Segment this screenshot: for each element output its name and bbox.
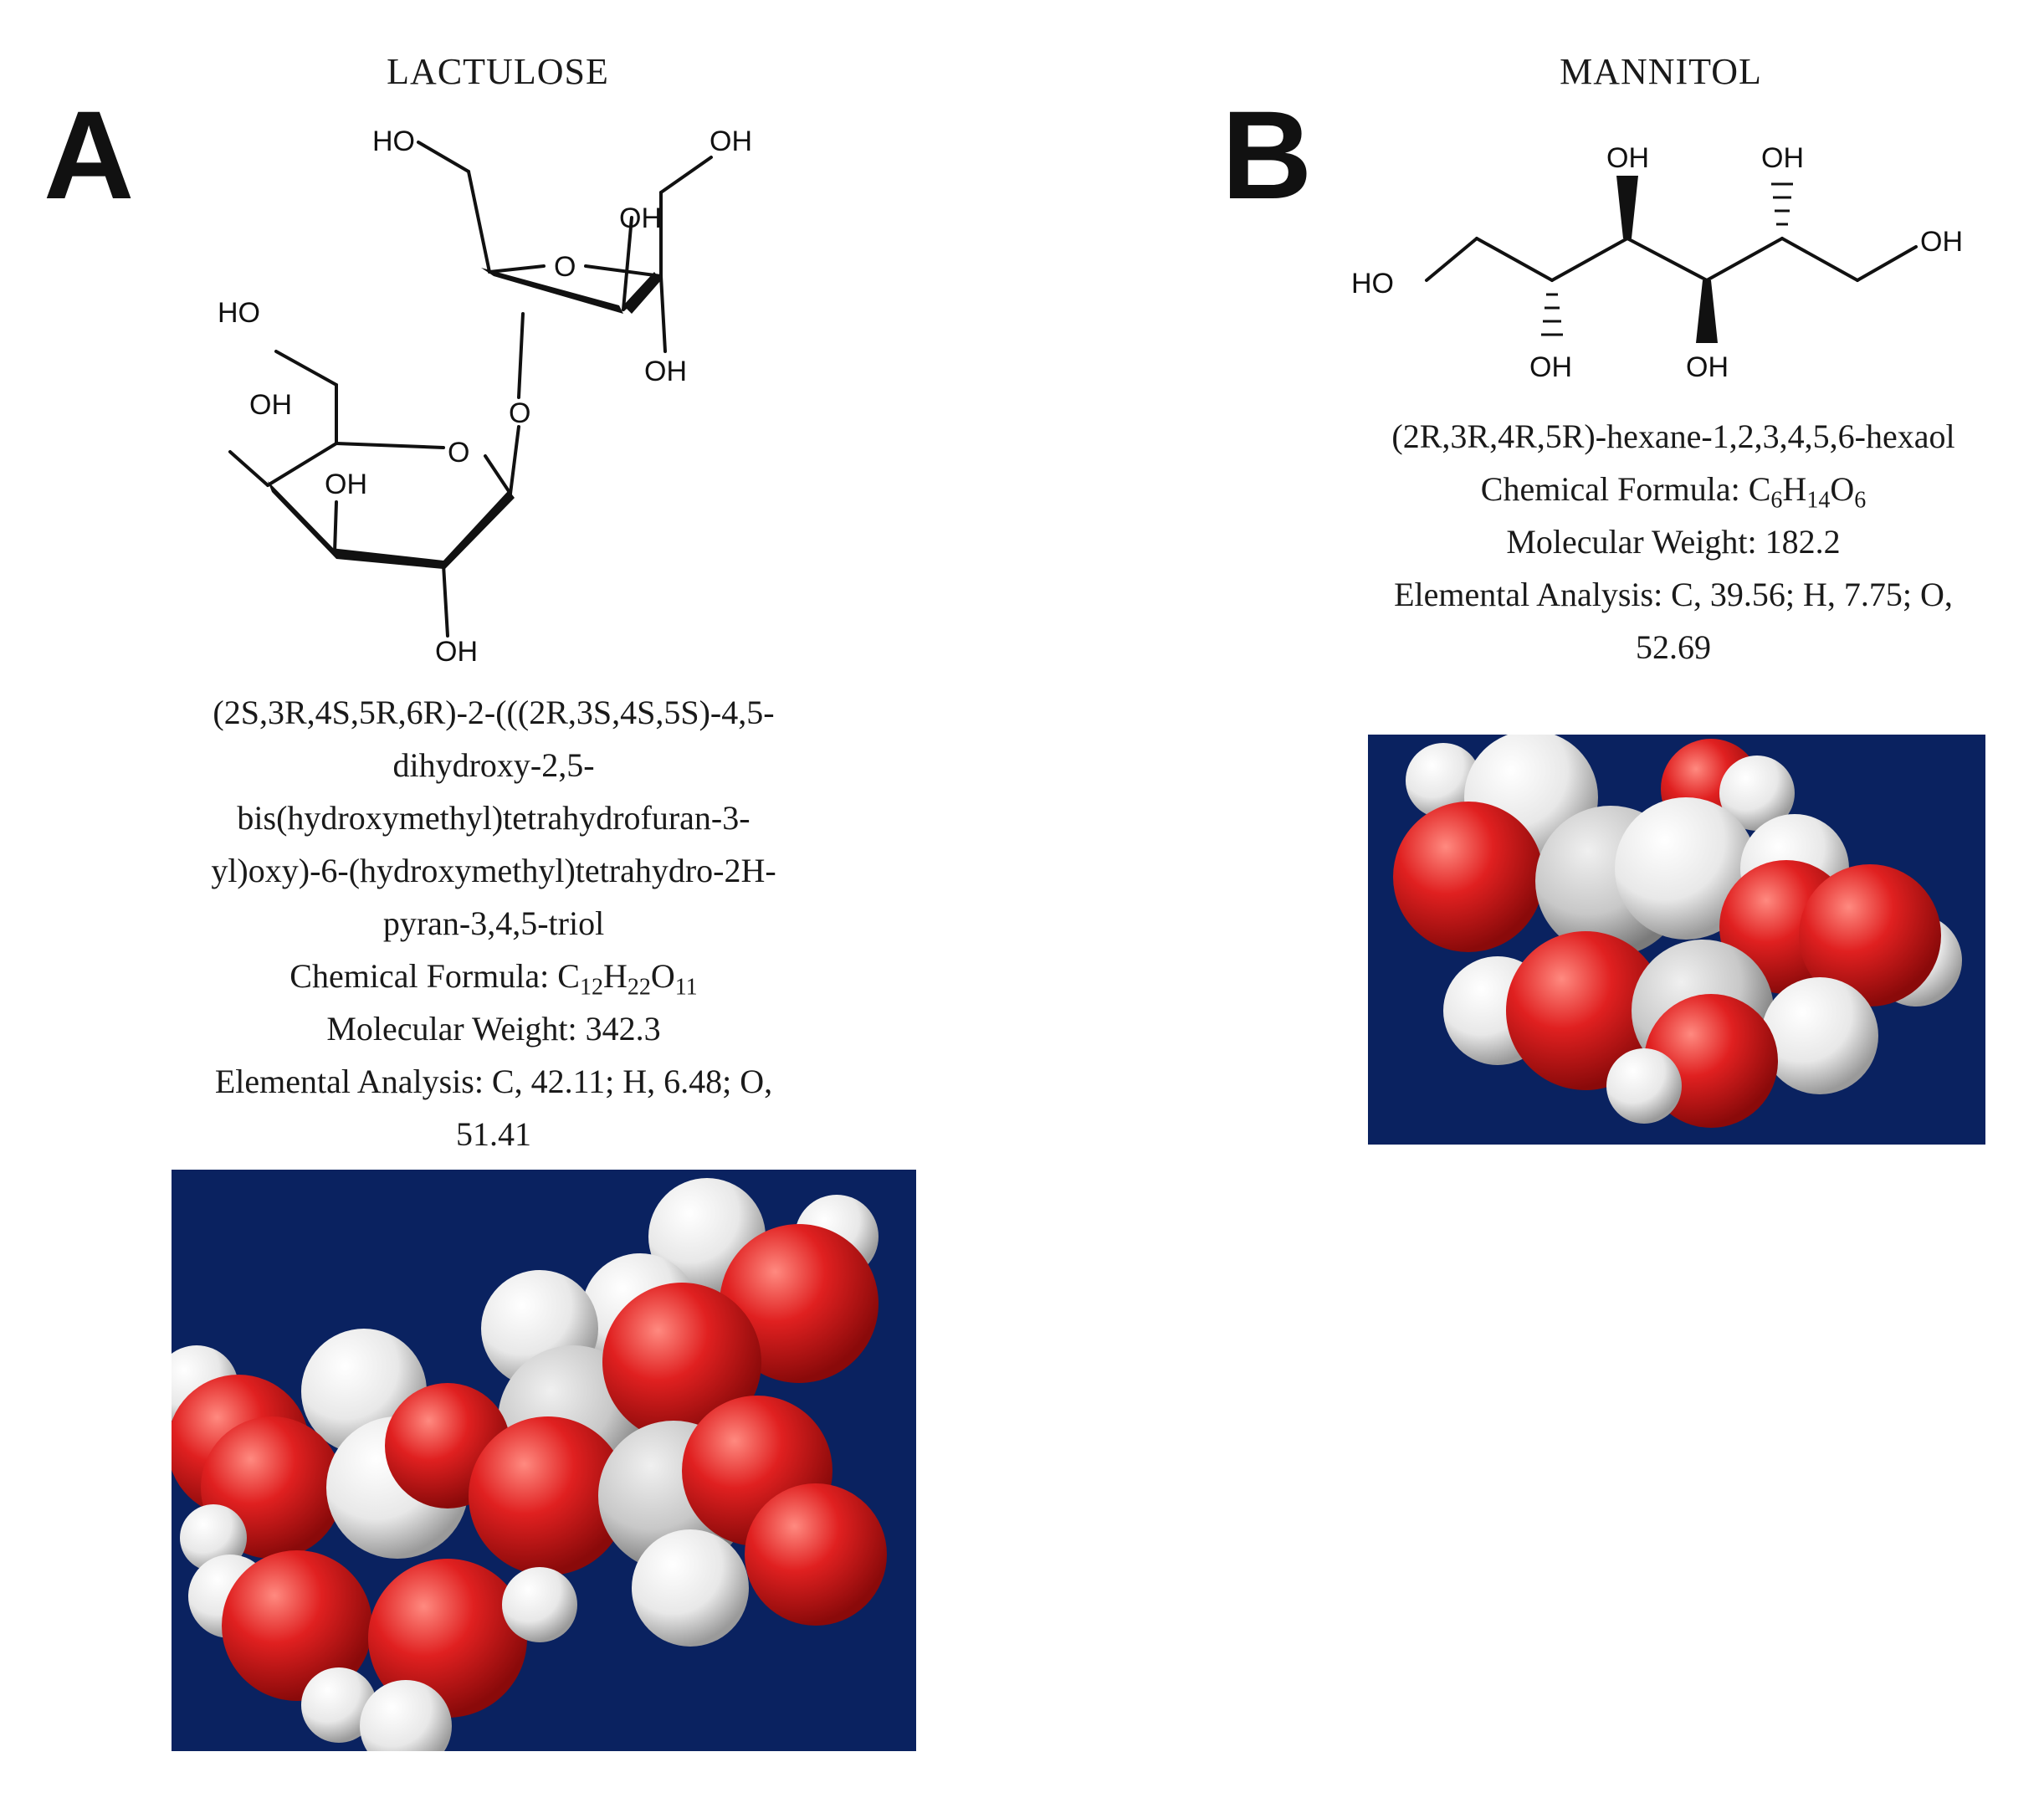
lactulose-title: LACTULOSE xyxy=(387,51,609,92)
lactulose-iupac-line-3: bis(hydroxymethyl)tetrahydrofuran-3- xyxy=(237,799,750,837)
lactulose-label-ring-o-pyran: O xyxy=(448,437,469,469)
panel-a-label: A xyxy=(44,85,135,225)
mannitol-label-oh-right: OH xyxy=(1920,226,1963,258)
mannitol-label-ho-left: HO xyxy=(1351,268,1394,300)
mannitol-molecular-weight: Molecular Weight: 182.2 xyxy=(1506,523,1841,561)
lactulose-iupac-line-4: yl)oxy)-6-(hydroxymethyl)tetrahydro-2H- xyxy=(211,852,776,889)
lactulose-label-oh-mid: OH xyxy=(619,202,662,234)
mannitol-title: MANNITOL xyxy=(1560,51,1762,92)
lactulose-elemental-analysis-2: 51.41 xyxy=(456,1115,531,1153)
mannitol-label-oh-c2: OH xyxy=(1529,351,1572,383)
lactulose-iupac-line-5: pyran-3,4,5-triol xyxy=(382,904,605,942)
lactulose-iupac-line-1: (2S,3R,4S,5R,6R)-2-(((2R,3S,4S,5S)-4,5- xyxy=(213,694,775,731)
mannitol-label-oh-c3: OH xyxy=(1606,142,1649,174)
lactulose-label-oh-left: OH xyxy=(249,389,292,421)
lactulose-molecular-weight: Molecular Weight: 342.3 xyxy=(326,1010,661,1047)
mannitol-formula: Chemical Formula: C6H14O6 xyxy=(1480,470,1867,514)
lactulose-formula: Chemical Formula: C12H22O11 xyxy=(289,957,698,1001)
lactulose-label-oh-inner: OH xyxy=(325,469,367,500)
lactulose-label-oh-top: OH xyxy=(710,125,752,157)
lactulose-label-link-o: O xyxy=(509,397,530,429)
lactulose-structure: HO OH OH O OH HO OH O O OH OH xyxy=(218,125,752,668)
lactulose-space-filling-model xyxy=(172,1170,916,1751)
mannitol-space-filling-model xyxy=(1368,735,1985,1145)
lactulose-label-oh-furan-bottom: OH xyxy=(644,356,687,387)
lactulose-label-ho-top: HO xyxy=(372,125,415,157)
mannitol-label-oh-c5: OH xyxy=(1761,142,1804,174)
lactulose-iupac-line-2: dihydroxy-2,5- xyxy=(392,746,595,784)
lactulose-label-ho-left: HO xyxy=(218,297,260,329)
mannitol-info: (2R,3R,4R,5R)-hexane-1,2,3,4,5,6-hexaol … xyxy=(1288,410,2044,674)
lactulose-elemental-analysis-1: Elemental Analysis: C, 42.11; H, 6.48; O… xyxy=(214,1063,773,1100)
lactulose-label-ring-o-furan: O xyxy=(554,251,576,283)
mannitol-label-oh-c4: OH xyxy=(1686,351,1729,383)
mannitol-elemental-analysis-1: Elemental Analysis: C, 39.56; H, 7.75; O… xyxy=(1394,576,1953,613)
mannitol-structure: HO OH OH OH OH OH xyxy=(1351,142,1963,383)
mannitol-elemental-analysis-2: 52.69 xyxy=(1636,628,1711,666)
mannitol-iupac: (2R,3R,4R,5R)-hexane-1,2,3,4,5,6-hexaol xyxy=(1391,417,1955,455)
lactulose-label-oh-bottom: OH xyxy=(435,636,478,668)
lactulose-info: (2S,3R,4S,5R,6R)-2-(((2R,3S,4S,5S)-4,5- … xyxy=(109,686,879,1160)
panel-b-label: B xyxy=(1222,85,1313,225)
